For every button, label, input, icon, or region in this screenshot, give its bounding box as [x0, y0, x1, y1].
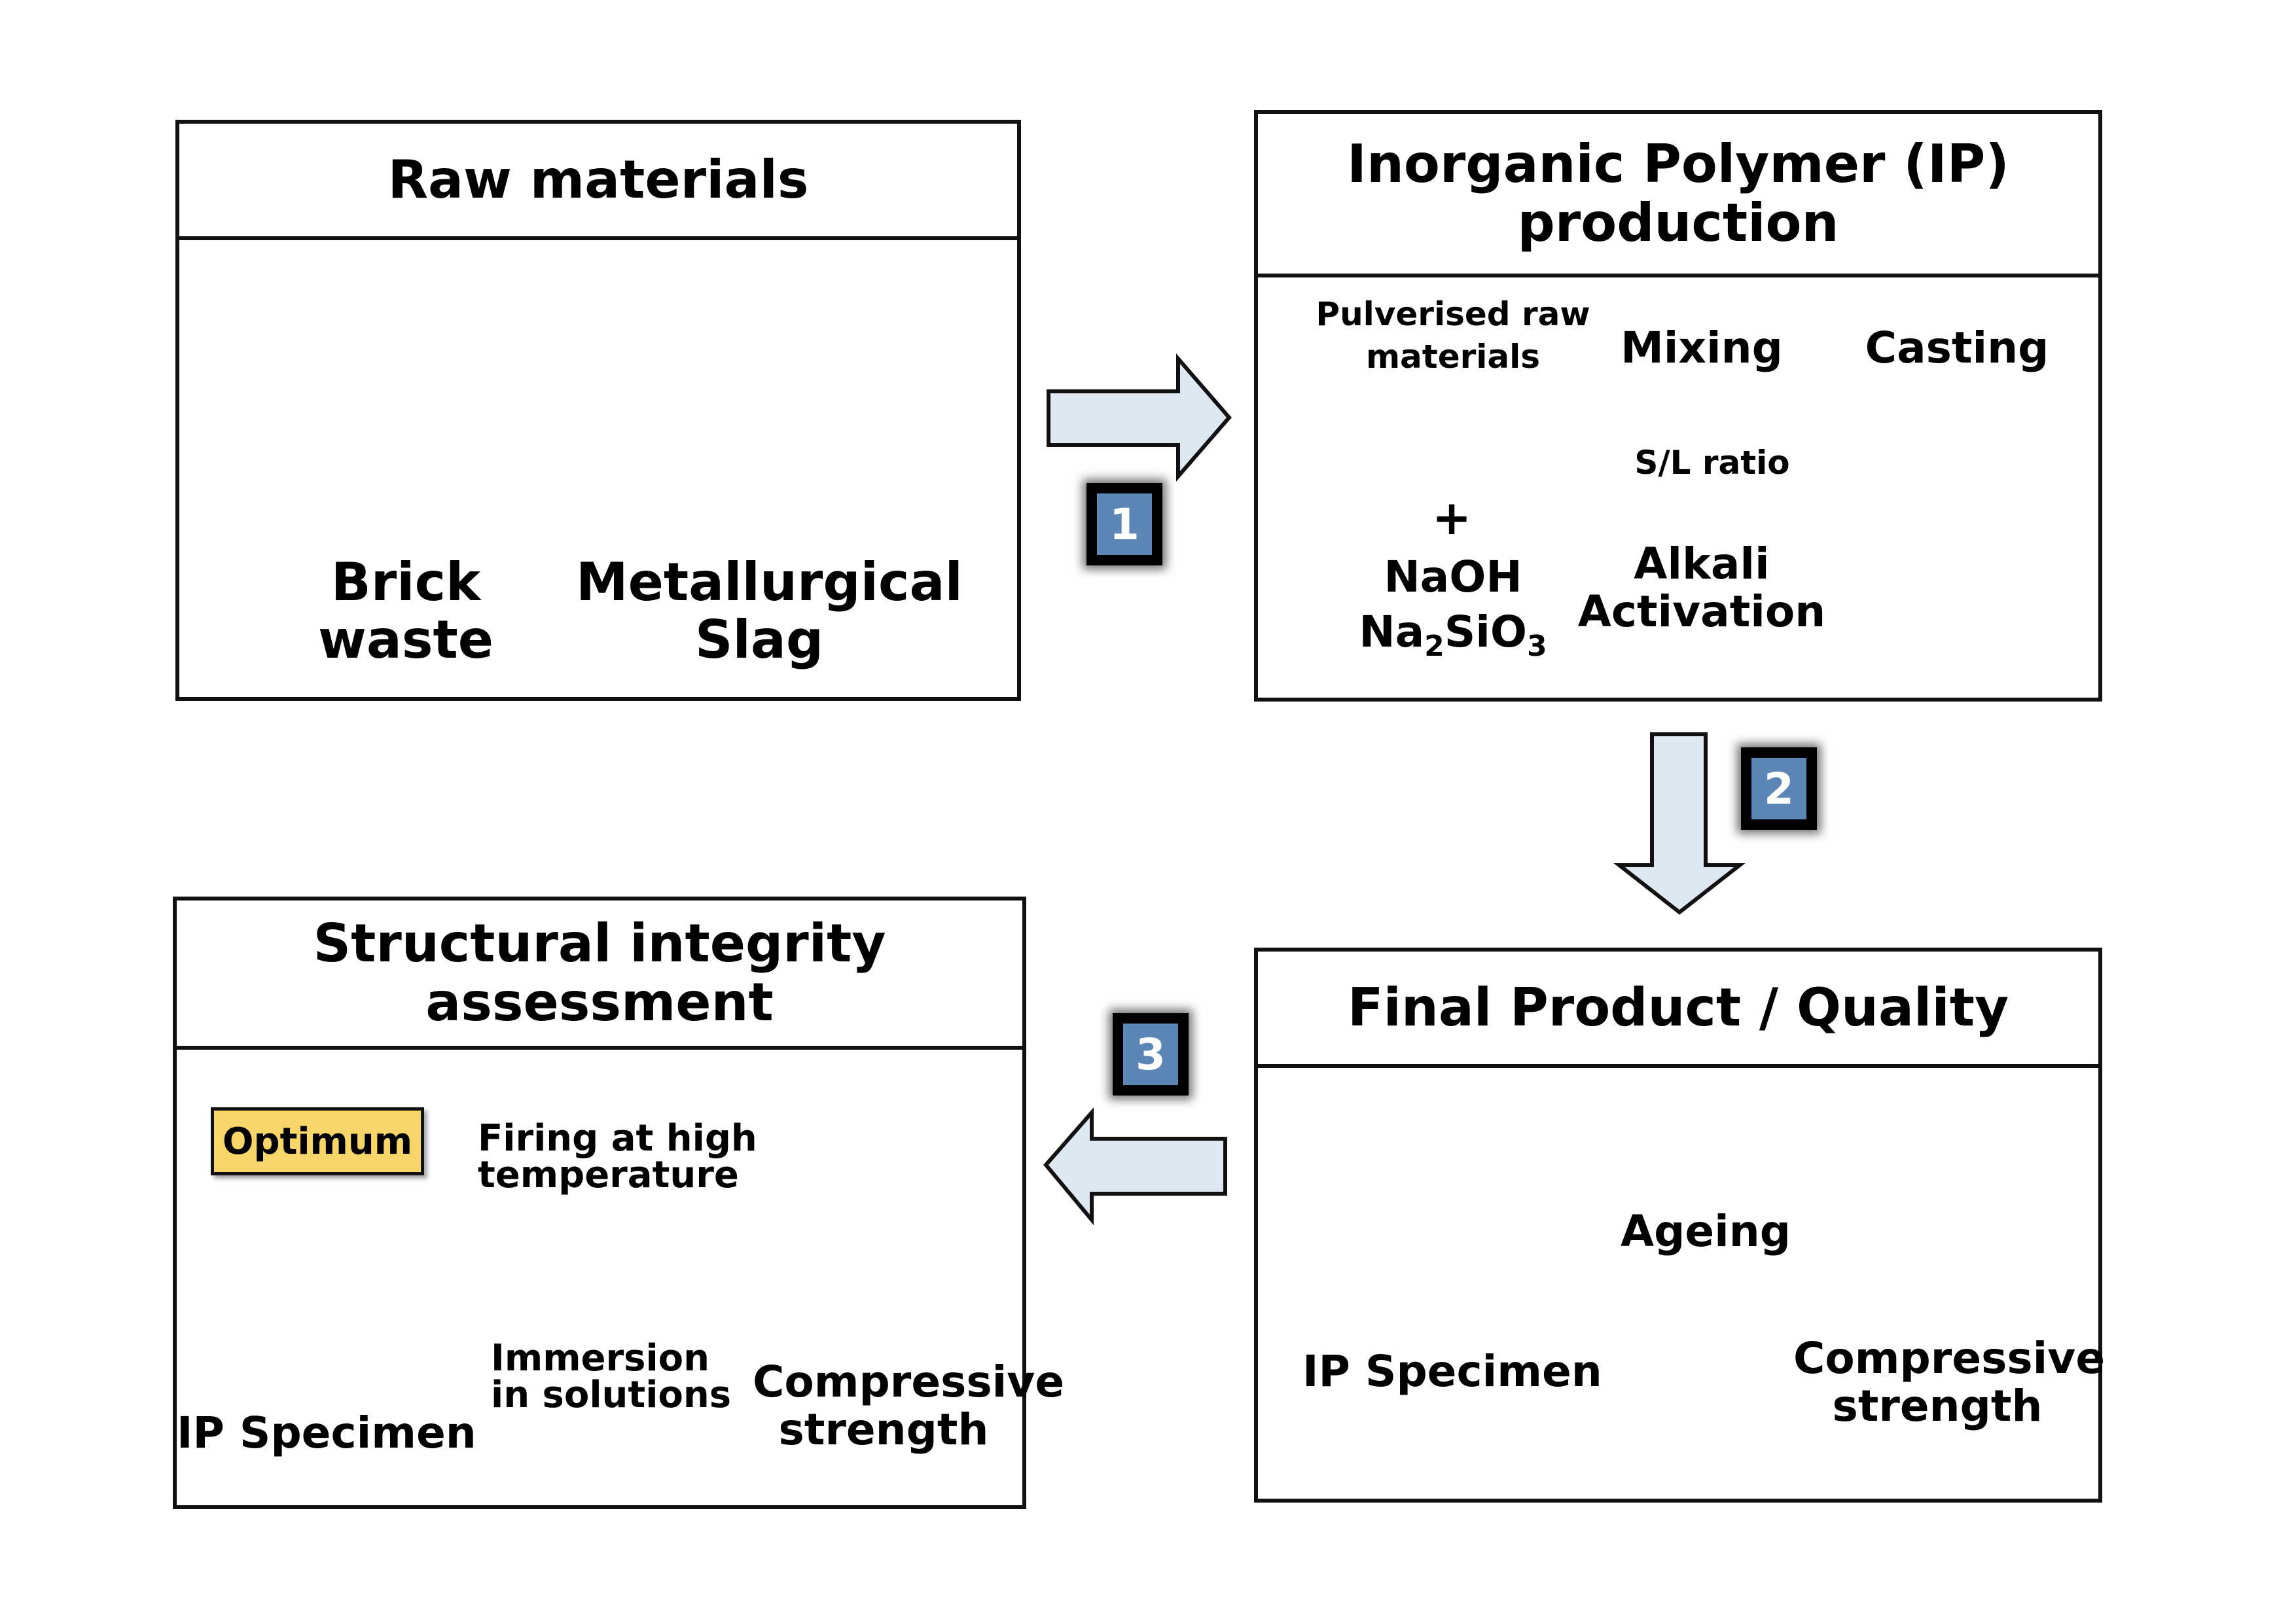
final-product-title: Final Product / Quality	[1258, 952, 2098, 1068]
ip-specimen-label-structural: IP Specimen	[177, 1408, 476, 1458]
compressive-strength-label: Compressive strength	[1793, 1333, 2106, 1431]
raw-materials-panel: Raw materials	[175, 120, 1021, 701]
alkali-activation-label: Alkali Activation	[1577, 539, 1826, 637]
brick-waste-label: Brick waste	[317, 552, 493, 670]
ip-production-panel: Inorganic Polymer (IP) production	[1254, 110, 2102, 702]
step-badge-3: 3	[1113, 1013, 1189, 1096]
optimum-badge: Optimum	[211, 1107, 424, 1175]
compressive-strength-label-structural: Compressive strength	[753, 1357, 1065, 1455]
pulverised-label: Pulverised raw materials	[1316, 295, 1590, 376]
sl-ratio-label: S/L ratio	[1634, 444, 1790, 482]
naoh-label: NaOH	[1384, 552, 1522, 602]
mixing-label: Mixing	[1621, 323, 1783, 373]
immersion-label: Immersion in solutions	[491, 1337, 732, 1416]
final-product-panel: Final Product / Quality	[1254, 948, 2102, 1503]
ip-production-title: Inorganic Polymer (IP) production	[1258, 114, 2098, 277]
raw-materials-title: Raw materials	[179, 124, 1017, 240]
ip-specimen-label: IP Specimen	[1302, 1346, 1602, 1397]
plus-sign: +	[1431, 490, 1472, 545]
sodium-silicate-label: Na2SiO3	[1359, 607, 1547, 664]
firing-label: Firing at high temperature	[478, 1117, 757, 1196]
ageing-label: Ageing	[1621, 1206, 1791, 1257]
structural-integrity-title: Structural integrity assessment	[177, 901, 1022, 1050]
flow-arrow-right	[1047, 353, 1232, 482]
flow-arrow-down	[1613, 732, 1746, 915]
flow-arrow-left	[1043, 1107, 1227, 1226]
structural-integrity-panel: Structural integrity assessment	[173, 897, 1026, 1509]
step-badge-1: 1	[1086, 483, 1162, 565]
casting-label: Casting	[1865, 323, 2049, 373]
metallurgical-slag-label: Metallurgical Slag	[576, 552, 963, 670]
step-badge-2: 2	[1741, 747, 1817, 830]
